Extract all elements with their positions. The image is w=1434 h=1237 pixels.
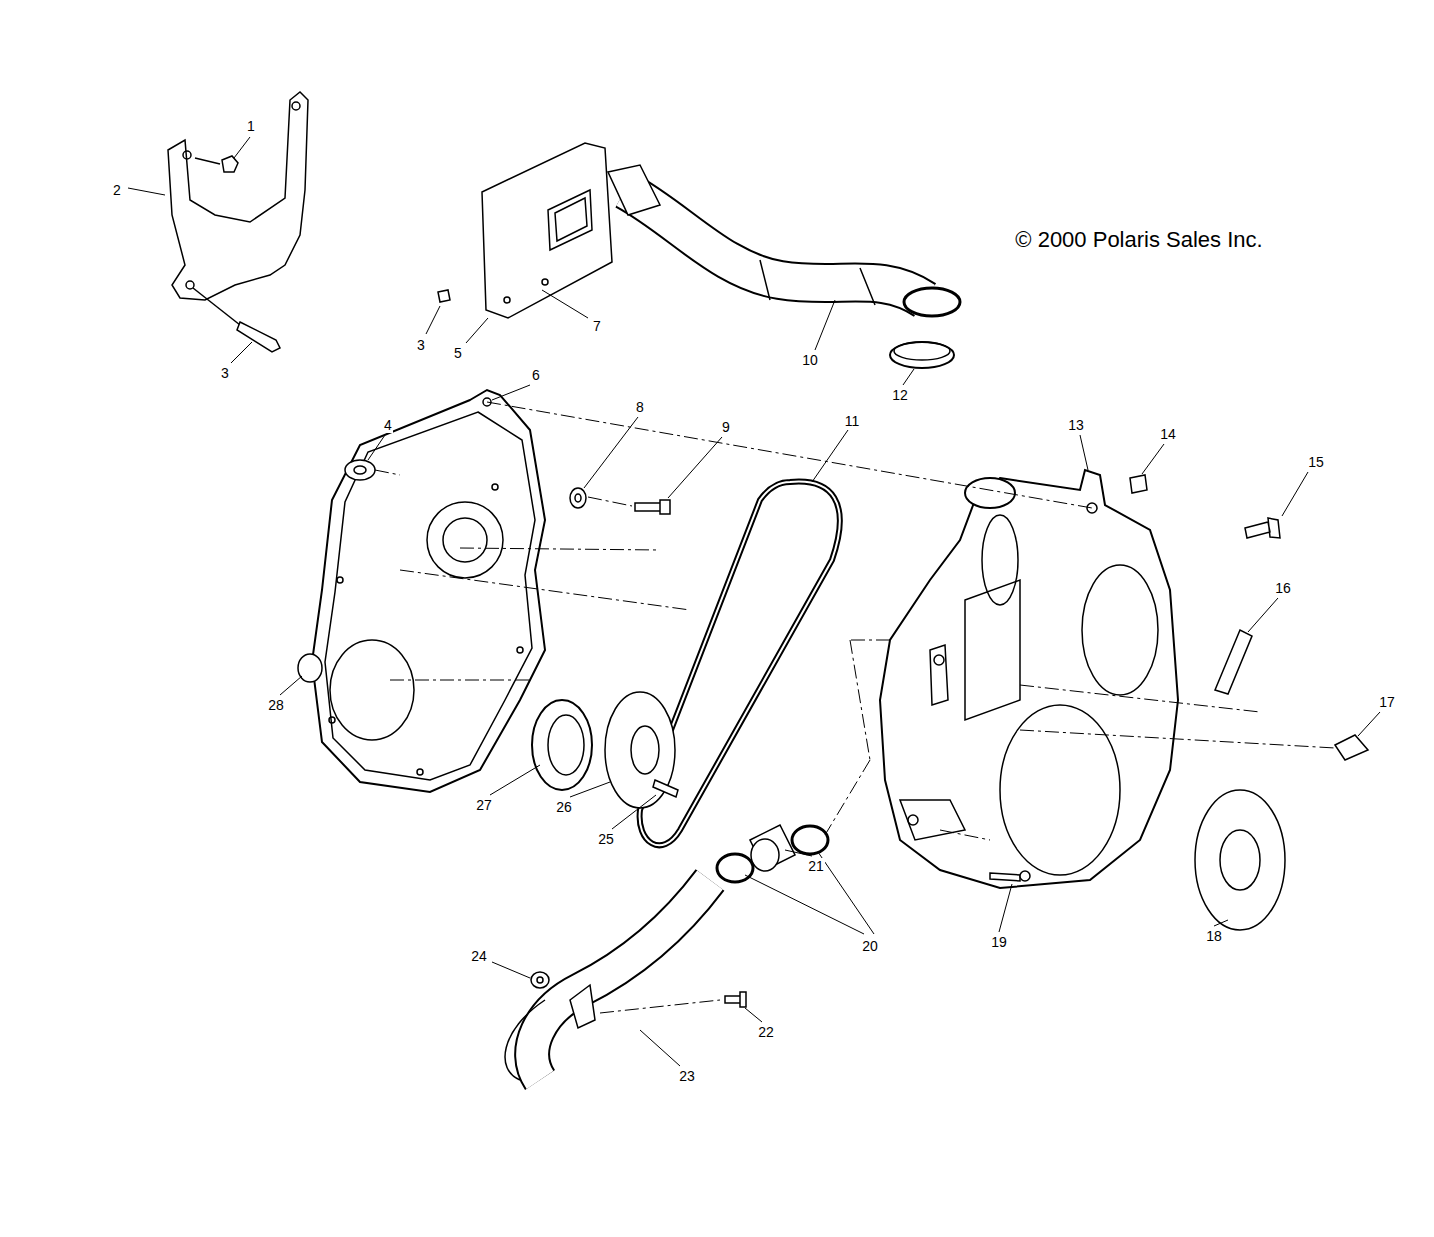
- callout-number: 9: [721, 419, 731, 435]
- callout-number: 4: [383, 417, 393, 433]
- callout-number: 19: [990, 934, 1008, 950]
- callout-number: 20: [861, 938, 879, 954]
- callout-number: 7: [592, 318, 602, 334]
- callout-number: 23: [678, 1068, 696, 1084]
- callout-number: 3: [416, 337, 426, 353]
- callout-number: 1: [246, 118, 256, 134]
- callout-number: 12: [891, 387, 909, 403]
- callout-number: 13: [1067, 417, 1085, 433]
- callout-number: 3: [220, 365, 230, 381]
- callout-number: 27: [475, 797, 493, 813]
- callout-number: 11: [844, 413, 861, 429]
- callout-number: 8: [635, 399, 645, 415]
- callout-number: 17: [1378, 694, 1396, 710]
- callout-number: 22: [757, 1024, 775, 1040]
- callout-number: 10: [801, 352, 819, 368]
- callout-number: 26: [555, 799, 573, 815]
- callout-number: 15: [1307, 454, 1325, 470]
- callout-number: 28: [267, 697, 285, 713]
- copyright-note: © 2000 Polaris Sales Inc.: [1014, 227, 1263, 253]
- callout-number: 25: [597, 831, 615, 847]
- callout-number: 14: [1159, 426, 1177, 442]
- callout-number: 21: [807, 858, 825, 874]
- callout-number: 5: [453, 345, 463, 361]
- callout-number: 18: [1205, 928, 1223, 944]
- callout-number: 6: [531, 367, 541, 383]
- callout-number: 2: [112, 182, 122, 198]
- callout-number: 24: [470, 948, 488, 964]
- callout-number: 16: [1274, 580, 1292, 596]
